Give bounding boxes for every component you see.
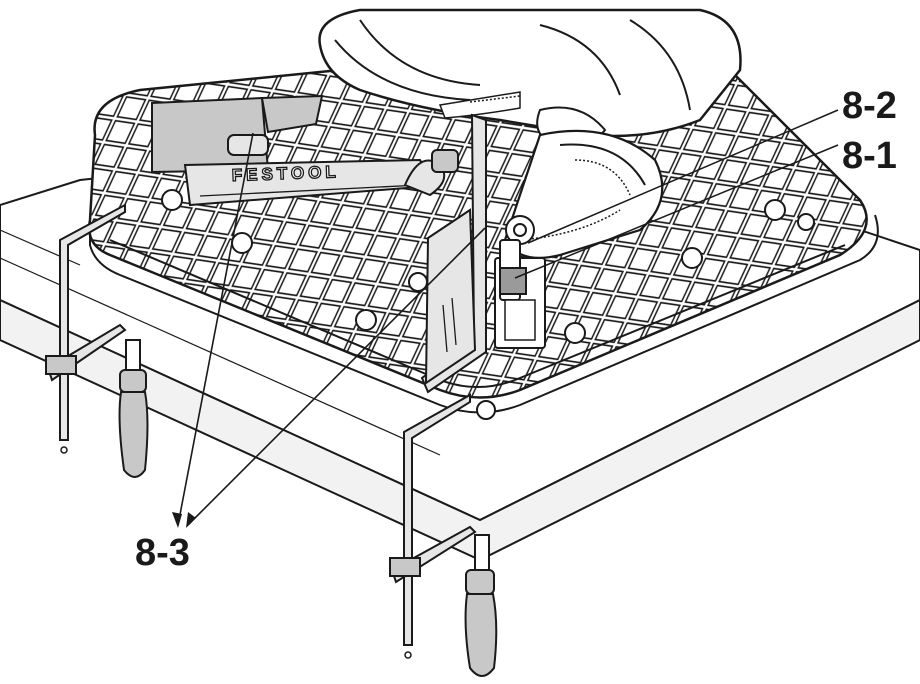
leader-lines <box>172 109 839 528</box>
clamp-left <box>45 203 149 478</box>
miter-saw <box>318 8 742 349</box>
angle-gauge: FESTOOL <box>151 94 487 394</box>
callout-8-3: 8-3 <box>135 532 190 574</box>
callout-8-2: 8-2 <box>842 85 897 127</box>
festool-logo-text: FESTOOL <box>231 162 340 185</box>
callout-8-1: 8-1 <box>842 135 897 177</box>
clamp-right <box>389 393 498 677</box>
